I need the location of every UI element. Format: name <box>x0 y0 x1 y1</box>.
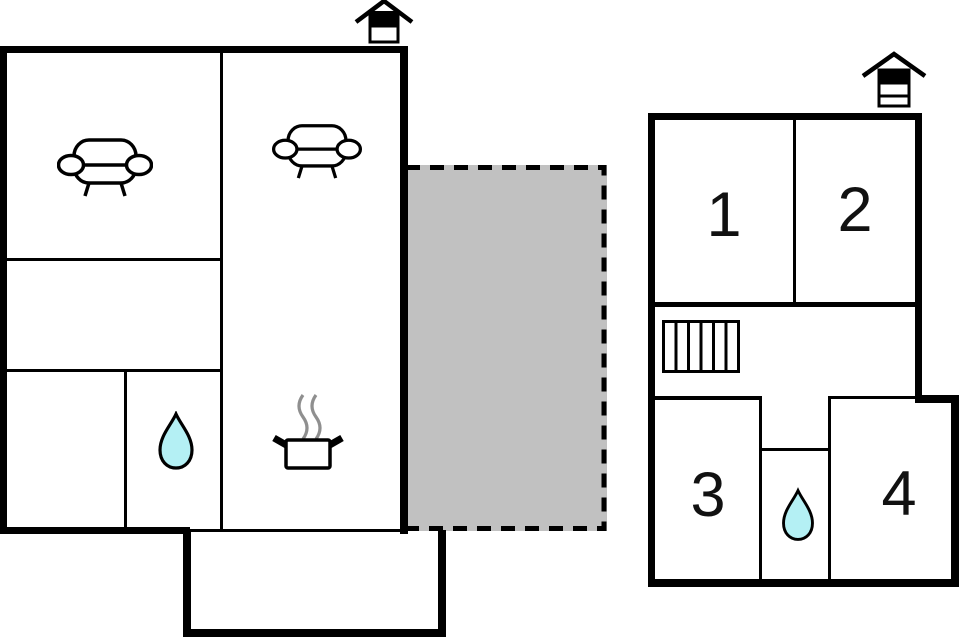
wall-bathroom-divider <box>124 371 127 530</box>
wall-room3-top <box>655 396 762 400</box>
steam-line <box>297 394 309 440</box>
wall-closet-top <box>761 448 831 451</box>
wall-porch-right <box>438 530 446 637</box>
chimney-icon <box>861 51 927 108</box>
water-drop-icon <box>158 411 194 470</box>
wall-annex-top <box>648 113 922 120</box>
water-drop-icon <box>782 487 814 541</box>
wall-annex-right-upper <box>915 113 922 402</box>
terrace-area <box>406 165 607 531</box>
wall-outer-top <box>0 46 408 53</box>
sofa-icon <box>271 124 363 179</box>
room-label-3: 3 <box>690 460 725 530</box>
wall-porch-left <box>183 530 191 637</box>
cooking-pot-icon <box>272 394 344 470</box>
terrace-dashed-border <box>406 165 607 531</box>
wall-annex-left <box>648 113 655 587</box>
wall-porch-opening <box>187 529 403 532</box>
wall-annex-step <box>915 395 959 403</box>
water-drop-shape <box>158 411 194 470</box>
wall-porch-bottom <box>183 629 446 637</box>
wall-outer-left <box>0 46 7 534</box>
left-building-walls <box>0 46 446 637</box>
wall-landing <box>655 302 922 307</box>
wall-interior-vertical <box>220 53 223 530</box>
terrace-fill <box>406 165 607 531</box>
room-label-4: 4 <box>881 459 916 529</box>
wall-outer-right <box>400 46 408 534</box>
wall-room3-right <box>759 396 762 579</box>
wall-room1-room2-divider <box>793 120 796 305</box>
room-label-1: 1 <box>706 180 741 250</box>
water-drop-shape <box>782 487 814 541</box>
wall-annex-bottom <box>648 579 959 587</box>
wall-room4-top <box>831 396 918 399</box>
wall-annex-right-lower <box>951 395 959 587</box>
wall-room4-left <box>828 396 831 579</box>
chimney-icon <box>354 0 414 44</box>
wall-outer-bottom <box>0 527 190 534</box>
room-label-2: 2 <box>837 175 872 245</box>
sofa-icon <box>57 138 153 197</box>
steam-line <box>310 394 322 440</box>
wall-interior-horizontal-lower <box>7 369 222 372</box>
right-building-walls <box>648 113 959 587</box>
wall-interior-horizontal-upper <box>7 258 222 261</box>
stairs-icon <box>662 320 740 373</box>
